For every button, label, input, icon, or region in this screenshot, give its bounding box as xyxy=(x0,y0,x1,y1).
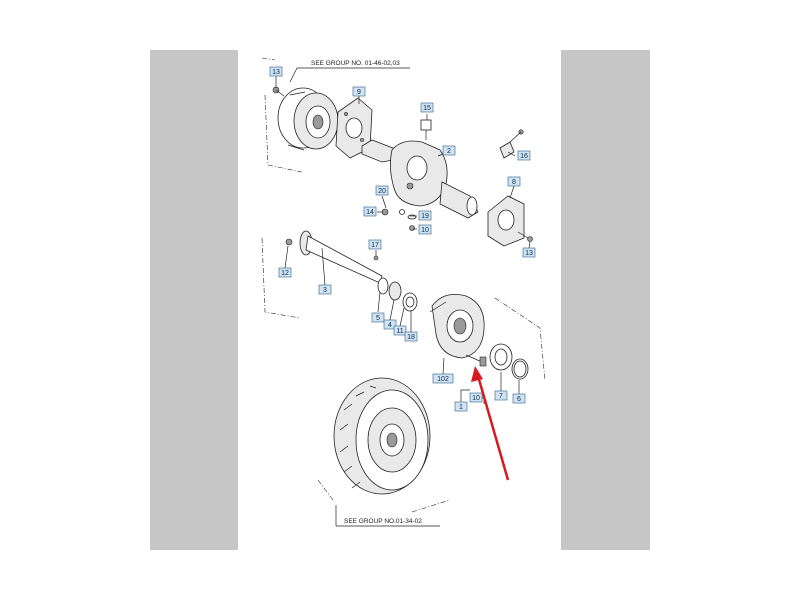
svg-text:19: 19 xyxy=(421,213,429,220)
callout-3[interactable]: 3 xyxy=(318,284,332,295)
callout-18[interactable]: 18 xyxy=(404,331,418,342)
svg-text:12: 12 xyxy=(281,270,289,277)
callout-10-hub[interactable]: 10 xyxy=(469,392,483,403)
callout-15[interactable]: 15 xyxy=(420,102,434,113)
reference-top: SEE GROUP NO. 01-46-02,03 xyxy=(311,60,400,67)
tire-wheel xyxy=(333,377,431,495)
svg-text:6: 6 xyxy=(517,396,521,403)
svg-text:16: 16 xyxy=(520,153,528,160)
callout-7[interactable]: 7 xyxy=(494,390,508,401)
svg-text:11: 11 xyxy=(396,328,403,335)
svg-text:7: 7 xyxy=(499,393,503,400)
o-ring xyxy=(511,358,529,380)
backing-plate-right xyxy=(487,195,525,247)
callout-6[interactable]: 6 xyxy=(512,393,526,404)
backing-plate xyxy=(335,97,373,159)
callout-19[interactable]: 19 xyxy=(418,210,432,221)
svg-text:4: 4 xyxy=(388,322,392,329)
svg-text:9: 9 xyxy=(357,89,361,96)
svg-text:14: 14 xyxy=(366,209,374,216)
svg-text:15: 15 xyxy=(423,105,431,112)
right-gray-panel xyxy=(561,50,650,550)
callout-14[interactable]: 14 xyxy=(363,206,377,217)
svg-text:8: 8 xyxy=(512,179,516,186)
drain-plugs xyxy=(381,208,417,231)
svg-text:102: 102 xyxy=(437,376,449,383)
seal-ring xyxy=(489,343,513,371)
svg-text:10: 10 xyxy=(421,227,429,234)
svg-text:5: 5 xyxy=(376,315,380,322)
svg-text:2: 2 xyxy=(447,148,451,155)
svg-text:13: 13 xyxy=(525,250,533,257)
red-pointer-arrow xyxy=(471,366,510,481)
bearing-set xyxy=(377,277,418,312)
reference-bottom: SEE GROUP NO.01-34-02 xyxy=(344,518,422,525)
svg-text:1: 1 xyxy=(459,404,463,411)
axle-shaft xyxy=(285,230,383,284)
callout-13-right[interactable]: 13 xyxy=(522,247,536,258)
svg-text:3: 3 xyxy=(323,287,327,294)
bolt-13-top xyxy=(272,86,285,97)
callout-5[interactable]: 5 xyxy=(371,312,385,323)
svg-text:13: 13 xyxy=(272,69,280,76)
callout-8[interactable]: 8 xyxy=(507,176,521,187)
clip-16 xyxy=(499,129,524,159)
callout-102[interactable]: 102 xyxy=(432,373,454,384)
callout-16[interactable]: 16 xyxy=(517,150,531,161)
svg-text:10: 10 xyxy=(472,395,480,402)
svg-text:20: 20 xyxy=(378,188,386,195)
left-gray-panel xyxy=(150,50,238,550)
callout-4[interactable]: 4 xyxy=(383,319,397,330)
callout-11[interactable]: 11 xyxy=(393,325,407,336)
wheel-hub xyxy=(429,293,485,359)
brake-drum xyxy=(277,87,339,151)
svg-text:17: 17 xyxy=(371,242,379,249)
callout-13-top[interactable]: 13 xyxy=(269,66,283,77)
breather-15 xyxy=(420,119,432,140)
callout-10-top[interactable]: 10 xyxy=(418,224,432,235)
callout-12[interactable]: 12 xyxy=(278,267,292,278)
hub-bolt xyxy=(465,354,487,367)
callout-20[interactable]: 20 xyxy=(375,185,389,196)
callout-17[interactable]: 17 xyxy=(368,239,382,250)
axle-housing xyxy=(361,139,479,219)
callout-1[interactable]: 1 xyxy=(454,401,468,412)
callout-9[interactable]: 9 xyxy=(352,86,366,97)
bolt-13-right xyxy=(517,231,533,242)
callout-2[interactable]: 2 xyxy=(442,145,456,156)
svg-text:18: 18 xyxy=(407,334,415,341)
